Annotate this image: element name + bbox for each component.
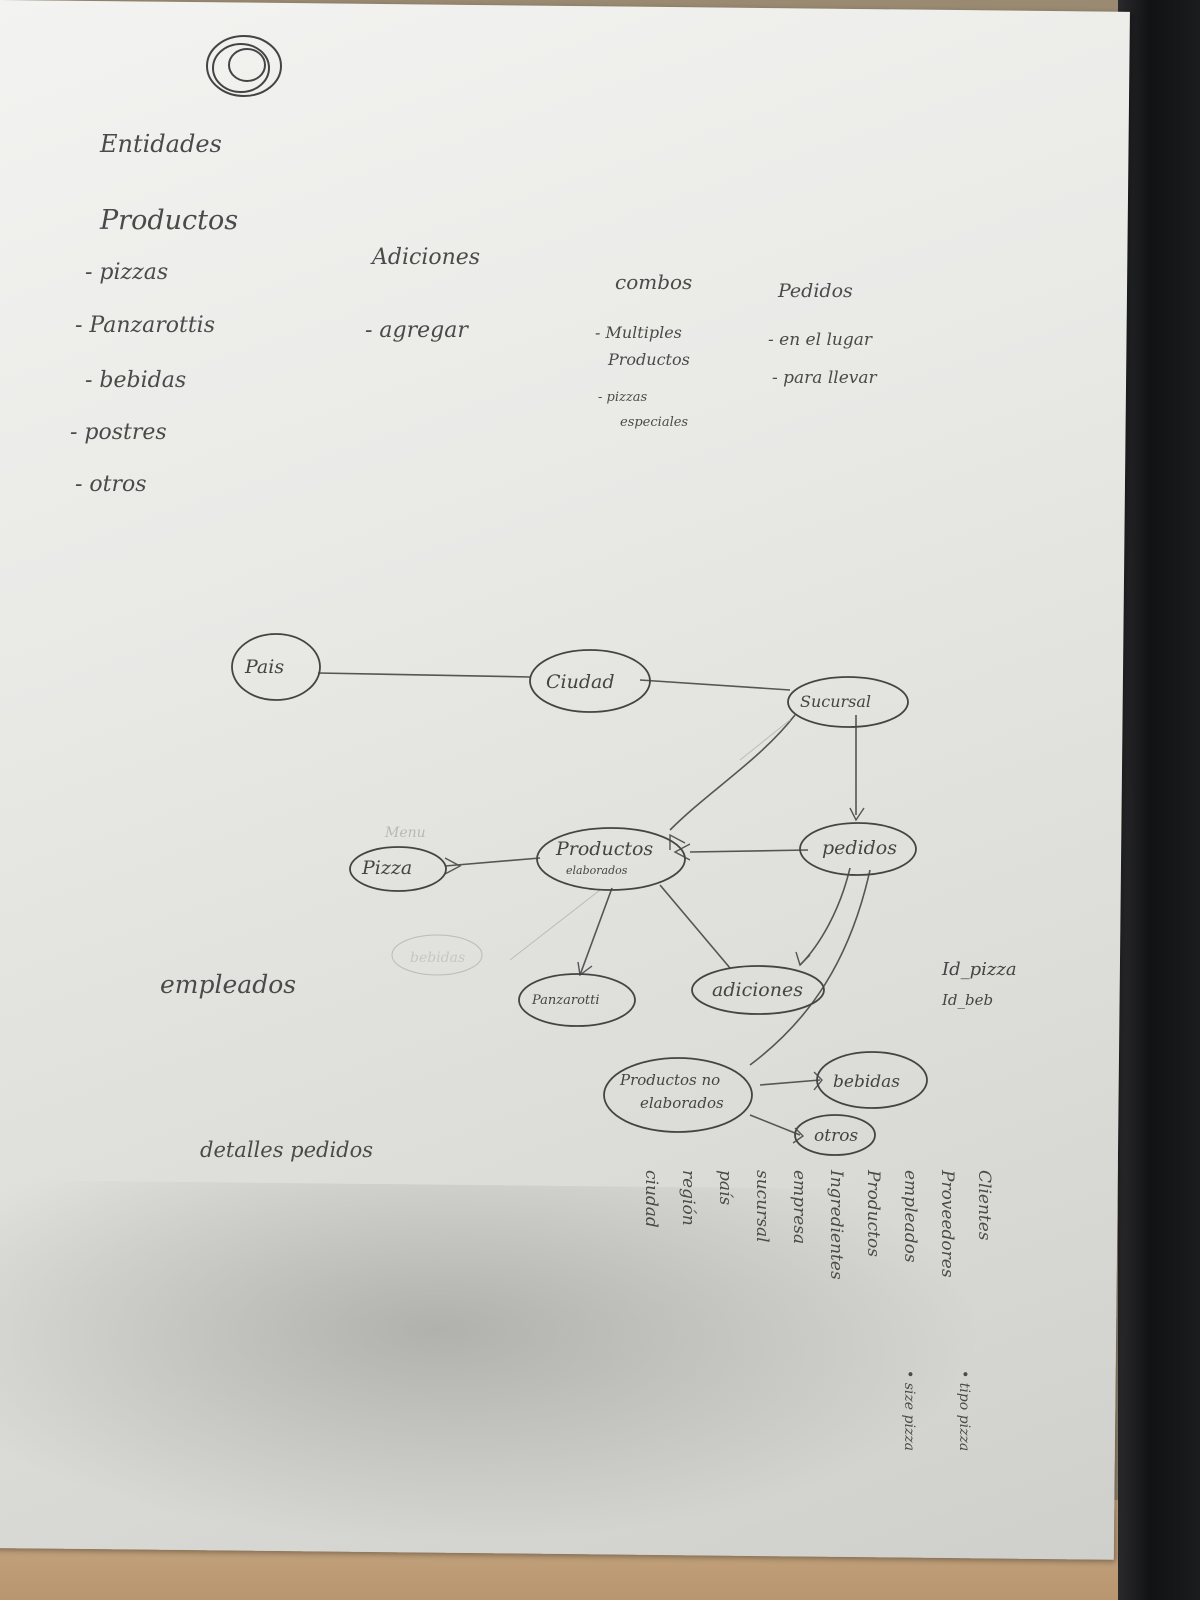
combos-title: combos bbox=[615, 270, 693, 294]
node-bebidas-shape bbox=[816, 1051, 928, 1109]
productos-item-2: - Panzarottis bbox=[75, 313, 216, 338]
vlist-item: país bbox=[715, 1170, 735, 1206]
scribble-circle bbox=[206, 35, 282, 97]
vnote-tipo-pizza: • tipo pizza bbox=[956, 1370, 972, 1452]
vlist-item: Ingredientes bbox=[826, 1170, 846, 1280]
detalles-pedidos-label: detalles pedidos bbox=[200, 1138, 374, 1162]
edge-ciudad-sucursal bbox=[639, 679, 791, 691]
node-pedidos-shape bbox=[799, 822, 917, 876]
combos-item-4: especiales bbox=[620, 415, 689, 430]
node-productos-line1: Productos bbox=[555, 838, 653, 860]
edge-pais-ciudad bbox=[317, 672, 531, 678]
node-pais: Pais bbox=[244, 656, 284, 678]
node-ciudad-shape bbox=[529, 649, 651, 713]
edge-productos-adiciones bbox=[659, 884, 731, 969]
productos-item-4: - postres bbox=[70, 420, 167, 445]
empleados-label: empleados bbox=[160, 970, 297, 999]
productos-title: Productos bbox=[100, 205, 239, 236]
vnote-size-pizza: • size pizza bbox=[901, 1370, 917, 1452]
adiciones-title: Adiciones bbox=[372, 245, 481, 270]
node-pais-shape bbox=[231, 633, 321, 701]
vlist-item: Productos bbox=[863, 1170, 883, 1257]
node-pizza-shape bbox=[349, 846, 447, 892]
node-panzarotti-shape bbox=[518, 973, 636, 1027]
vertical-entity-list: Clientes Proveedores empleados Productos… bbox=[632, 1170, 1002, 1280]
edge-pizza-productos bbox=[444, 857, 541, 867]
productos-item-3: - bebidas bbox=[85, 368, 187, 393]
combos-item-2: Productos bbox=[608, 350, 690, 369]
node-otros: otros bbox=[814, 1126, 858, 1146]
crow-feet bbox=[444, 807, 865, 1144]
combos-item-1: - Multiples bbox=[595, 323, 682, 342]
node-productos-line2: elaborados bbox=[566, 864, 628, 877]
pedidos-title: Pedidos bbox=[778, 280, 853, 302]
faint-edge-2 bbox=[739, 719, 791, 761]
faint-label-menu: Menu bbox=[384, 825, 426, 841]
vertical-notes: • tipo pizza • size pizza bbox=[890, 1370, 1002, 1451]
node-sucursal-shape bbox=[787, 676, 909, 728]
pedidos-item-2: - para llevar bbox=[772, 368, 877, 388]
vlist-item: ciudad bbox=[641, 1170, 661, 1228]
productos-item-5: - otros bbox=[75, 472, 147, 497]
node-adiciones: adiciones bbox=[712, 979, 803, 1001]
node-pizza: Pizza bbox=[361, 857, 412, 879]
pedidos-item-1: - en el lugar bbox=[768, 330, 872, 350]
node-noelab-shape bbox=[603, 1057, 753, 1133]
edge-noelab-otros bbox=[749, 1114, 801, 1136]
adiciones-item-1: - agregar bbox=[365, 318, 468, 343]
node-noelab-line2: elaborados bbox=[640, 1094, 724, 1112]
productos-item-1: - pizzas bbox=[85, 260, 169, 285]
faint-label-erased: bebidas bbox=[410, 950, 465, 966]
vlist-item: empresa bbox=[789, 1170, 809, 1245]
combos-item-3: - pizzas bbox=[598, 390, 648, 405]
node-ciudad: Ciudad bbox=[546, 671, 615, 693]
edge-pedidos-productos bbox=[689, 849, 809, 853]
node-sucursal: Sucursal bbox=[800, 692, 871, 711]
vlist-item: sucursal bbox=[752, 1170, 772, 1243]
faint-edge bbox=[509, 889, 601, 961]
node-adiciones-shape bbox=[691, 965, 825, 1015]
edge-pedidos-noelab bbox=[749, 869, 871, 1066]
node-pedidos: pedidos bbox=[822, 837, 897, 859]
vlist-item: región bbox=[678, 1170, 698, 1226]
faint-node bbox=[391, 934, 483, 976]
id-label-beb: Id_beb bbox=[941, 991, 993, 1009]
entidades-heading: Entidades bbox=[100, 130, 222, 158]
vlist-item: Proveedores bbox=[937, 1170, 957, 1278]
node-noelab-line1: Productos no bbox=[619, 1071, 720, 1089]
id-label-pizza: Id_pizza bbox=[941, 959, 1017, 980]
monitor-edge bbox=[1118, 0, 1200, 1600]
node-panzarotti: Panzarotti bbox=[531, 993, 600, 1008]
edge-noelab-bebidas bbox=[759, 1079, 821, 1086]
vlist-item: Clientes bbox=[974, 1170, 994, 1241]
node-otros-shape bbox=[794, 1114, 876, 1156]
vlist-item: empleados bbox=[900, 1170, 920, 1263]
edge-sucursal-productos bbox=[669, 714, 796, 831]
node-productos-shape bbox=[536, 827, 686, 891]
node-bebidas: bebidas bbox=[833, 1072, 900, 1092]
edge-productos-panzarotti bbox=[579, 887, 613, 976]
